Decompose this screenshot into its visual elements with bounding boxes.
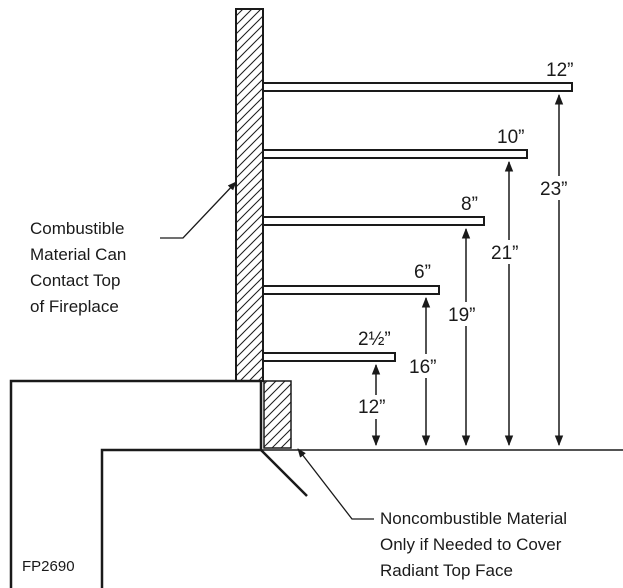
- shelf: [262, 149, 528, 159]
- shelf-height-label: 19”: [448, 305, 475, 326]
- shelf-height-label: 21”: [491, 243, 518, 264]
- noncombustible-strip: [263, 380, 292, 449]
- callout-line: Material Can: [30, 245, 126, 264]
- callout-line: Contact Top: [30, 271, 120, 290]
- height-dimension-lines: [371, 93, 564, 447]
- shelf-height-label: 16”: [409, 357, 436, 378]
- shelf-group: [262, 82, 573, 362]
- leader-line: [160, 181, 237, 239]
- callout-line: Combustible: [30, 219, 125, 238]
- combustible-wall: [235, 8, 264, 382]
- combustible-callout: Combustible Material Can Contact Top of …: [30, 181, 237, 316]
- noncombustible-callout: Noncombustible Material Only if Needed t…: [297, 448, 567, 580]
- shelf-depth-label: 10”: [497, 127, 524, 148]
- callout-line: Radiant Top Face: [380, 561, 513, 580]
- shelf-depth-label: 12”: [546, 60, 573, 81]
- callout-line: Noncombustible Material: [380, 509, 567, 528]
- shelf-depth-label: 8”: [461, 194, 478, 215]
- shelf-depth-label: 2½”: [358, 329, 391, 350]
- shelf: [262, 216, 485, 226]
- callout-line: of Fireplace: [30, 297, 119, 316]
- shelf: [262, 352, 396, 362]
- figure-code: FP2690: [22, 558, 75, 575]
- leader-line: [297, 448, 374, 520]
- shelf-depth-label: 6”: [414, 262, 431, 283]
- shelf-height-label: 23”: [540, 179, 567, 200]
- shelf: [262, 285, 440, 295]
- radiant-hood: [260, 449, 308, 497]
- shelf: [262, 82, 573, 92]
- shelf-height-label: 12”: [358, 397, 385, 418]
- callout-line: Only if Needed to Cover: [380, 535, 562, 554]
- fireplace-outline: [9, 379, 263, 588]
